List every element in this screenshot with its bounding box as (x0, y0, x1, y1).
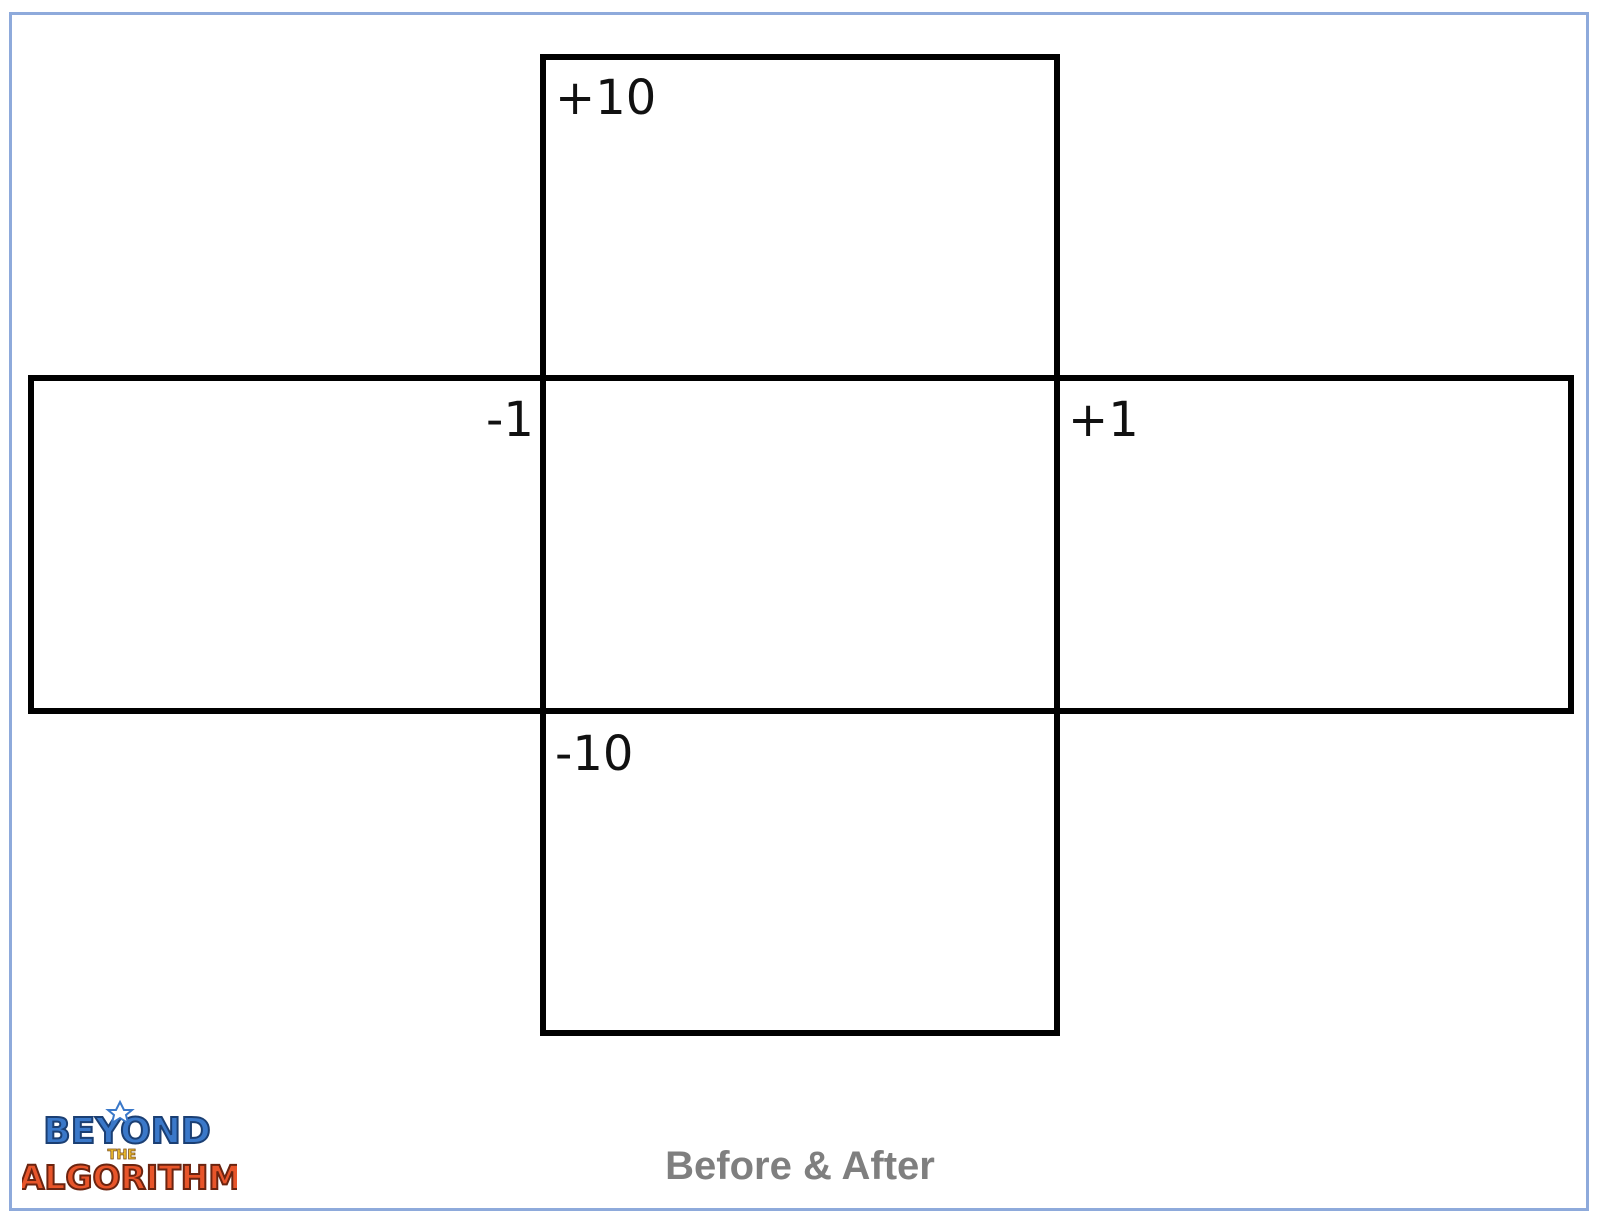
label-right: +1 (1068, 392, 1139, 448)
cell-bottom (540, 708, 1060, 1036)
footer-title: Before & After (665, 1144, 935, 1188)
label-left: -1 (486, 392, 534, 448)
star-icon (105, 1099, 135, 1126)
beyond-the-algorithm-logo: BEYOND THE ALGORITHM (22, 1099, 237, 1197)
label-bottom: -10 (555, 726, 634, 782)
page-frame (9, 12, 1589, 1211)
cell-left (28, 375, 546, 714)
label-top: +10 (555, 70, 657, 126)
logo-text-algorithm: ALGORITHM (22, 1158, 237, 1197)
cell-center (540, 375, 1060, 714)
cell-right (1054, 375, 1574, 714)
logo-text-the: THE (108, 1148, 137, 1163)
